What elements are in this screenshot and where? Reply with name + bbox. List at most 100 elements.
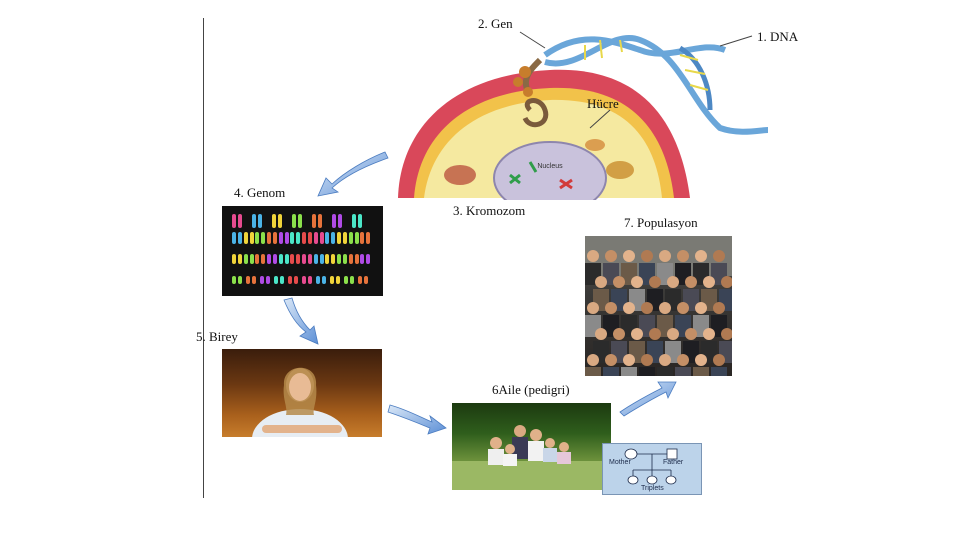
crowd-person-head xyxy=(677,250,689,262)
crowd-person-head xyxy=(613,276,625,288)
pedigree-child-2 xyxy=(647,476,657,484)
karyotype-panel xyxy=(222,206,383,296)
karyotype-chromosome xyxy=(296,254,300,264)
crowd-person-head xyxy=(659,302,671,314)
karyotype-chromosome xyxy=(250,254,254,264)
karyotype-chromosome xyxy=(252,214,256,228)
crowd-person-head xyxy=(595,276,607,288)
karyotype-chromosome xyxy=(273,232,277,244)
crowd-person-head xyxy=(703,328,715,340)
karyotype-chromosome xyxy=(273,254,277,264)
pedigree-diagram: Mother Father Triplets xyxy=(602,443,702,495)
girl-face-front xyxy=(289,373,311,401)
karyotype-chromosome xyxy=(302,232,306,244)
crowd-person-body xyxy=(657,367,673,376)
pedigree-father-symbol xyxy=(667,449,677,459)
karyotype-chromosome xyxy=(288,276,292,284)
crowd-person-head xyxy=(685,328,697,340)
crowd-person-head xyxy=(685,276,697,288)
crowd-person-body xyxy=(621,367,637,376)
karyotype-chromosome xyxy=(296,232,300,244)
karyotype-chromosome xyxy=(320,254,324,264)
crowd-person-head xyxy=(631,328,643,340)
crowd-person-head xyxy=(623,250,635,262)
karyotype-chromosome xyxy=(266,276,270,284)
karyotype-chromosome xyxy=(292,214,296,228)
crowd-person-head xyxy=(623,302,635,314)
karyotype-chromosome xyxy=(337,232,341,244)
karyotype-chromosome xyxy=(244,254,248,264)
karyotype-chromosome xyxy=(232,232,236,244)
karyotype-chromosome xyxy=(318,214,322,228)
karyotype-chromosome xyxy=(252,276,256,284)
crowd-person-head xyxy=(677,354,689,366)
karyotype-chromosome xyxy=(355,232,359,244)
karyotype-chromosome xyxy=(258,214,262,228)
crowd-person-head xyxy=(677,302,689,314)
karyotype-chromosome xyxy=(278,214,282,228)
karyotype-chromosome xyxy=(238,276,242,284)
karyotype-chromosome xyxy=(312,214,316,228)
karyotype-chromosome xyxy=(349,254,353,264)
crowd-person-head xyxy=(659,250,671,262)
karyotype-chromosome xyxy=(336,276,340,284)
karyotype-chromosome xyxy=(364,276,368,284)
karyotype-chromosome xyxy=(344,276,348,284)
pedigree-child-3 xyxy=(666,476,676,484)
karyotype-chromosome xyxy=(308,232,312,244)
karyotype-chromosome xyxy=(314,232,318,244)
crowd-person-body xyxy=(639,367,655,376)
crowd-person-head xyxy=(641,354,653,366)
crowd-photo xyxy=(585,236,732,376)
crowd-person-head xyxy=(713,354,725,366)
karyotype-chromosome xyxy=(331,232,335,244)
crowd-person-head xyxy=(667,276,679,288)
karyotype-chromosome xyxy=(246,276,250,284)
karyotype-chromosome xyxy=(255,232,259,244)
karyotype-chromosome xyxy=(274,276,278,284)
crowd-person-head xyxy=(713,302,725,314)
karyotype-chromosome xyxy=(314,254,318,264)
crowd-person-head xyxy=(605,354,617,366)
karyotype-chromosome xyxy=(343,254,347,264)
karyotype-chromosome xyxy=(232,254,236,264)
crowd-person-head xyxy=(649,276,661,288)
arrow-cell-to-genom xyxy=(318,152,388,196)
crowd-person-head xyxy=(595,328,607,340)
karyotype-chromosome xyxy=(255,254,259,264)
crowd-person-head xyxy=(713,250,725,262)
karyotype-chromosome xyxy=(322,276,326,284)
crowd-person-body xyxy=(693,367,709,376)
karyotype-chromosome xyxy=(238,254,242,264)
karyotype-chromosome xyxy=(267,232,271,244)
karyotype-chromosome xyxy=(232,276,236,284)
karyotype-chromosome xyxy=(298,214,302,228)
arrow-genom-to-birey xyxy=(284,298,318,344)
karyotype-chromosome xyxy=(308,254,312,264)
individual-photo xyxy=(222,349,382,437)
karyotype-chromosome xyxy=(308,276,312,284)
girl-arms xyxy=(262,425,342,433)
karyotype-chromosome xyxy=(272,214,276,228)
karyotype-chromosome xyxy=(352,214,356,228)
karyotype-chromosome xyxy=(360,254,364,264)
karyotype-chromosome xyxy=(330,276,334,284)
karyotype-chromosome xyxy=(366,232,370,244)
karyotype-chromosome xyxy=(343,232,347,244)
crowd-person-head xyxy=(695,302,707,314)
karyotype-chromosome xyxy=(332,214,336,228)
family-members xyxy=(488,425,571,466)
karyotype-chromosome xyxy=(355,254,359,264)
crowd-person-head xyxy=(587,250,599,262)
karyotype-chromosome xyxy=(261,254,265,264)
crowd-person-body xyxy=(603,367,619,376)
karyotype-chromosome xyxy=(360,232,364,244)
arrow-birey-to-aile xyxy=(388,405,446,434)
karyotype-chromosome xyxy=(232,214,236,228)
karyotype-chromosome xyxy=(285,232,289,244)
crowd-person-head xyxy=(631,276,643,288)
crowd-person-head xyxy=(587,302,599,314)
crowd-person-body xyxy=(585,367,601,376)
karyotype-chromosome xyxy=(244,232,248,244)
karyotype-chromosome xyxy=(337,254,341,264)
